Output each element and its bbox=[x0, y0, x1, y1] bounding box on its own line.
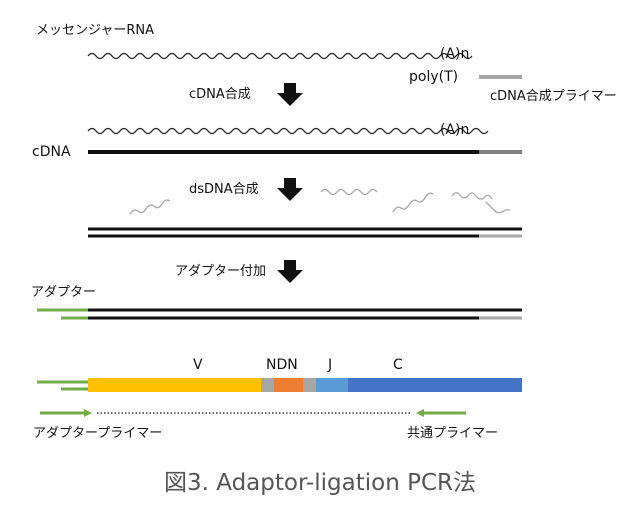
adaptor-primer-label: アダプタープライマー bbox=[33, 426, 163, 441]
region-spacer bbox=[261, 378, 274, 392]
region-c-bar bbox=[348, 378, 522, 392]
mrna-label: メッセンジャーRNA bbox=[36, 23, 155, 38]
step-arrow-dsdna bbox=[277, 178, 303, 201]
polyt-label: poly(T) bbox=[409, 69, 459, 85]
step-arrow-cdna bbox=[277, 83, 303, 106]
cdna-primer-label: cDNA合成プライマー bbox=[490, 89, 617, 104]
rna-fragment bbox=[320, 188, 378, 196]
step-arrow-adaptor bbox=[277, 260, 303, 283]
region-ndn-bar bbox=[274, 378, 303, 392]
region-spacer bbox=[303, 378, 316, 392]
step-cdna-label: cDNA合成 bbox=[189, 87, 251, 102]
adaptor-label: アダプター bbox=[31, 285, 97, 300]
figure-caption: 図3. Adaptor-ligation PCR法 bbox=[163, 470, 476, 496]
rna-fragment bbox=[451, 192, 493, 200]
mrna-wave bbox=[87, 52, 473, 60]
step-adaptor-label: アダプター付加 bbox=[175, 264, 267, 279]
common-primer-label: 共通プライマー bbox=[407, 426, 499, 441]
rna-fragment bbox=[129, 199, 171, 215]
region-j-label: J bbox=[328, 357, 333, 373]
mrna-wave-template bbox=[87, 127, 489, 135]
common-primer-arrowhead bbox=[416, 409, 424, 417]
region-v-label: V bbox=[193, 357, 203, 373]
region-v-bar bbox=[88, 378, 261, 392]
rna-fragment bbox=[392, 192, 434, 213]
region-ndn-label: NDN bbox=[266, 357, 298, 373]
step-dsdna-label: dsDNA合成 bbox=[189, 182, 259, 197]
region-c-label: C bbox=[393, 357, 403, 373]
polya-label: (A)n bbox=[440, 46, 470, 62]
polya-label: (A)n bbox=[440, 122, 470, 138]
adaptor-primer-arrowhead bbox=[84, 409, 92, 417]
region-j-bar bbox=[316, 378, 348, 392]
cdna-label: cDNA bbox=[32, 144, 71, 160]
rna-fragment bbox=[485, 201, 511, 214]
